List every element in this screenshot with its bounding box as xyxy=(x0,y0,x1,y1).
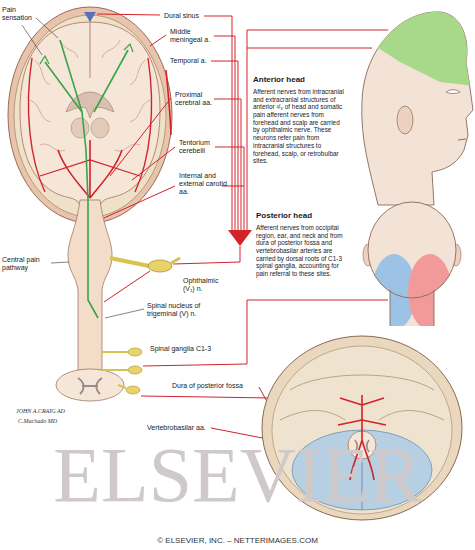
artist-signature: JOHN A.CRAIG AD xyxy=(16,408,76,415)
artist-signature: C.Machado MD xyxy=(18,418,78,425)
structure-label: Internal and external carotid aa. xyxy=(179,172,229,196)
back-of-head xyxy=(360,195,470,335)
referral-lines xyxy=(150,35,166,46)
pointer-lines xyxy=(51,262,69,263)
brainstem-cord xyxy=(78,378,102,394)
referral-lines xyxy=(214,99,241,230)
structure-label: Temporal a. xyxy=(170,57,230,65)
referral-lines xyxy=(211,61,238,230)
face-profile xyxy=(372,0,475,86)
brainstem-cord xyxy=(102,352,128,388)
back-of-head xyxy=(408,254,452,330)
referral-lines xyxy=(97,14,160,15)
structure-label: Spinal nucleus of trigeminal (V) n. xyxy=(147,302,227,318)
section-body: Afferent nerves from intracranial and ex… xyxy=(253,88,348,165)
brain-section xyxy=(166,70,171,135)
structure-label: Pain sensation xyxy=(2,6,42,22)
back-of-head xyxy=(368,202,456,298)
face-profile xyxy=(362,0,475,205)
section-body: Afferent nerves from occipital region, e… xyxy=(256,224,351,278)
brain-section xyxy=(66,92,114,118)
pointer-lines xyxy=(22,18,144,318)
pathway-label: Central pain pathway xyxy=(2,256,50,272)
referral-lines xyxy=(214,36,235,230)
brainstem-cord xyxy=(68,200,112,370)
copyright-line: © ELSEVIER, INC. – NETTERIMAGES.COM xyxy=(0,536,475,545)
structure-label: Tentorium cerebelli xyxy=(179,139,224,155)
pointer-lines xyxy=(105,309,144,318)
referral-lines xyxy=(215,147,244,230)
structure-label: Vertebrobasilar aa. xyxy=(147,424,219,432)
referral-lines xyxy=(141,396,272,398)
brainstem-cord xyxy=(56,369,124,401)
face-profile xyxy=(458,139,466,140)
nerve-label: Ophthalmic (V₁) n. xyxy=(183,277,231,293)
referral-lines xyxy=(204,16,232,230)
referral-lines xyxy=(104,186,175,218)
central-pain-pathway xyxy=(40,40,133,318)
structure-label: Dural sinus xyxy=(164,12,224,20)
pointer-lines xyxy=(22,25,42,55)
referral-lines xyxy=(104,271,150,302)
referral-lines xyxy=(110,98,171,176)
central-pain-pathway xyxy=(45,62,98,318)
brainstem-cord xyxy=(126,386,140,394)
brainstem-cord xyxy=(171,258,180,263)
brain-section xyxy=(71,118,89,138)
structure-label: Spinal ganglia C1-3 xyxy=(150,345,225,353)
referral-lines xyxy=(132,147,175,180)
brain-section xyxy=(84,12,96,22)
central-pain-pathway xyxy=(40,56,49,64)
face-profile xyxy=(446,90,460,94)
pointer-lines xyxy=(36,18,58,38)
brainstem-cord xyxy=(128,348,142,356)
central-pain-pathway xyxy=(94,50,128,112)
structure-label: Proximal cerebral aa. xyxy=(175,91,220,107)
watermark: ELSEVIER xyxy=(0,436,475,514)
section-heading: Posterior head xyxy=(256,211,351,220)
structure-label: Dura of posterior fossa xyxy=(172,382,257,390)
brainstem-cord xyxy=(128,366,142,374)
brain-section xyxy=(91,118,109,138)
brain-section xyxy=(28,58,45,192)
structure-label: Middle meningeal a. xyxy=(170,28,220,44)
back-of-head xyxy=(360,195,470,335)
face-profile xyxy=(397,106,413,134)
central-pain-pathway xyxy=(124,44,133,52)
convergence-arrow xyxy=(228,230,252,246)
section-heading: Anterior head xyxy=(253,75,348,84)
brainstem-cord xyxy=(110,258,149,266)
back-of-head xyxy=(390,290,434,326)
referral-lines xyxy=(247,48,372,49)
central-pain-pathway xyxy=(60,40,82,112)
brainstem-cord xyxy=(148,260,172,272)
brainstem-cord xyxy=(56,200,180,401)
brain-section xyxy=(89,14,90,78)
referral-lines xyxy=(173,246,240,264)
back-of-head xyxy=(360,195,470,335)
